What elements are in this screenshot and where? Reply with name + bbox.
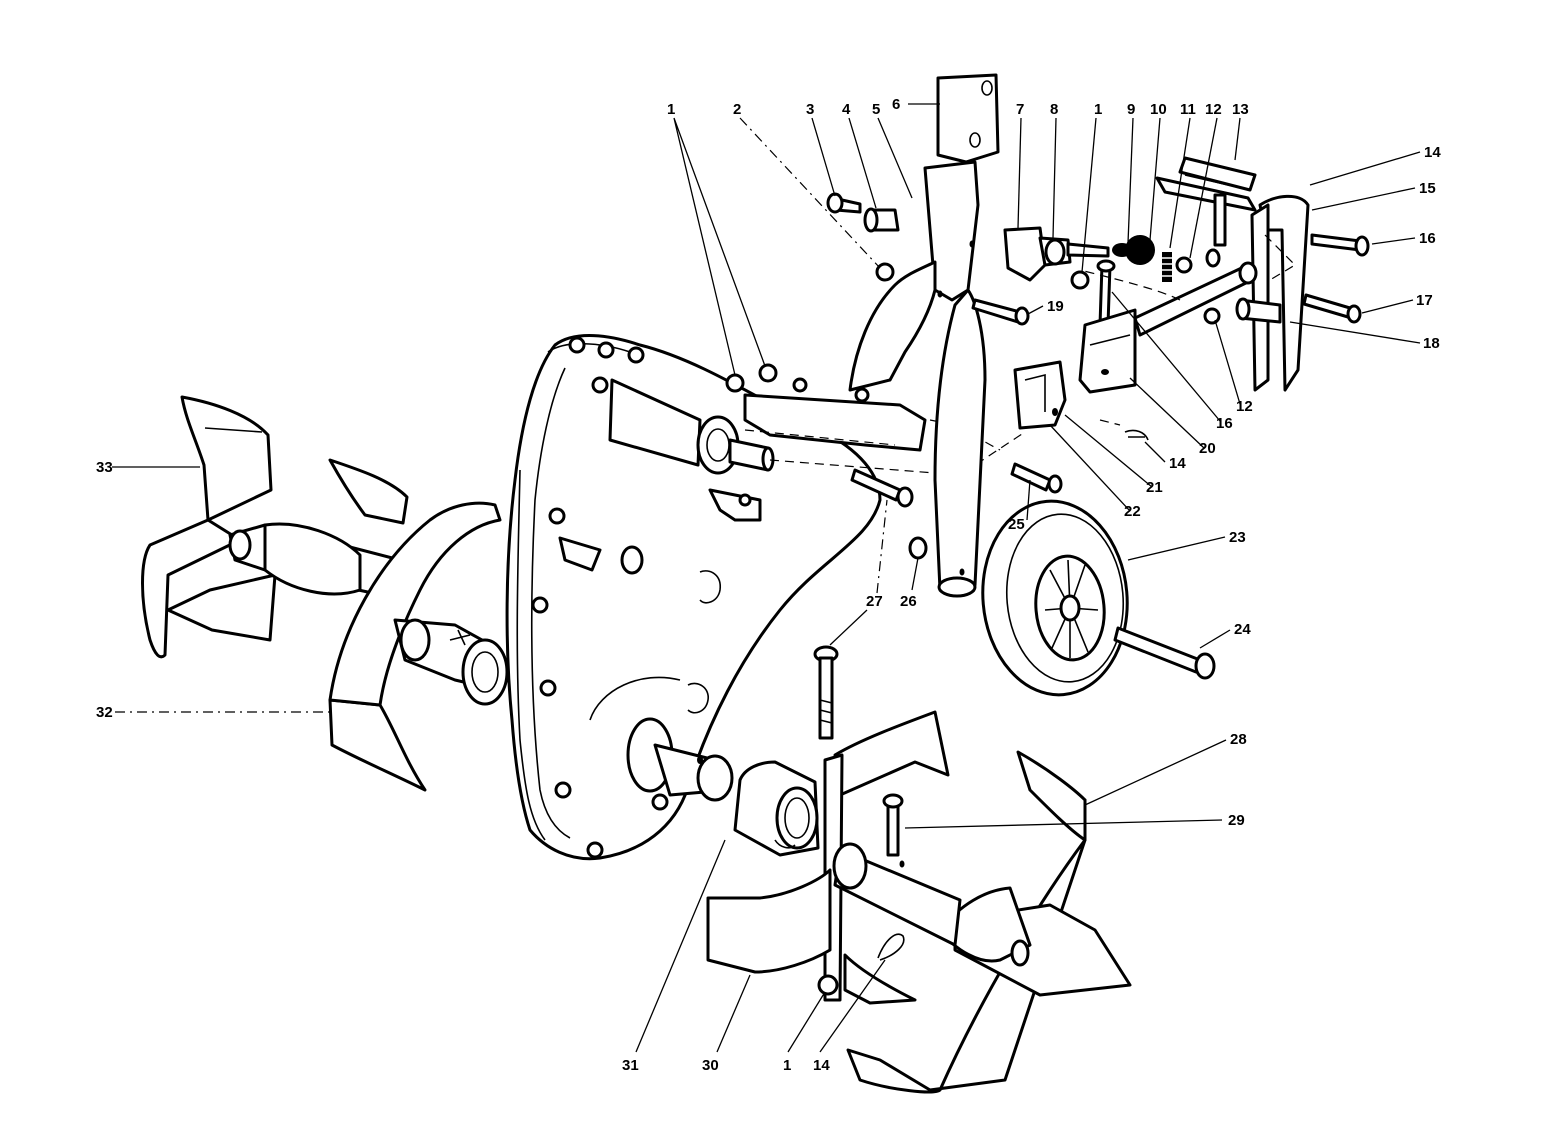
gear-housing xyxy=(505,334,882,861)
callout-16-right: 16 xyxy=(1419,230,1436,247)
callout-10: 10 xyxy=(1150,101,1167,118)
callout-11: 11 xyxy=(1180,101,1196,118)
callout-14-top: 14 xyxy=(1424,144,1441,161)
axle-bolt-24 xyxy=(1113,626,1216,680)
callout-3: 3 xyxy=(806,101,814,118)
callout-1-top: 1 xyxy=(667,101,675,118)
callout-32: 32 xyxy=(96,704,113,721)
callout-12-low: 12 xyxy=(1236,398,1253,415)
callout-13: 13 xyxy=(1232,101,1249,118)
tine-32 xyxy=(228,501,509,792)
callout-1-bottom: 1 xyxy=(783,1057,791,1074)
callout-26: 26 xyxy=(900,593,917,610)
leader-lines xyxy=(112,103,1421,1053)
callout-20: 20 xyxy=(1199,440,1216,457)
cross-bracket xyxy=(743,377,1026,476)
lower-hardware xyxy=(817,933,905,996)
coupler-31 xyxy=(733,760,820,857)
callout-16-low: 16 xyxy=(1216,415,1233,432)
callout-4: 4 xyxy=(842,101,851,118)
callout-33: 33 xyxy=(96,459,113,476)
callout-15: 15 xyxy=(1419,180,1436,197)
upper-hardware xyxy=(725,192,1193,393)
callout-23: 23 xyxy=(1229,529,1246,546)
callout-9: 9 xyxy=(1127,101,1135,118)
callout-1-mid: 1 xyxy=(1094,101,1102,118)
bolt-27 xyxy=(813,645,839,740)
callout-2: 2 xyxy=(733,101,741,118)
callout-19: 19 xyxy=(1047,298,1064,315)
callout-labels: 1 2 3 4 5 6 7 8 1 9 10 11 12 13 14 15 16… xyxy=(96,96,1441,1074)
callout-22: 22 xyxy=(1124,503,1141,520)
callout-25: 25 xyxy=(1008,516,1025,533)
tine-30 xyxy=(706,710,950,1005)
callout-28: 28 xyxy=(1230,731,1247,748)
callout-24: 24 xyxy=(1234,621,1251,638)
frame-assembly xyxy=(848,73,1000,598)
callout-5: 5 xyxy=(872,101,880,118)
callout-17: 17 xyxy=(1416,292,1433,309)
callout-29: 29 xyxy=(1228,812,1245,829)
depth-bar-assembly xyxy=(850,156,1370,560)
tine-hub-29 xyxy=(832,793,962,947)
callout-31: 31 xyxy=(622,1057,639,1074)
callout-30: 30 xyxy=(702,1057,719,1074)
tine-33 xyxy=(141,395,409,659)
callout-18: 18 xyxy=(1423,335,1440,352)
housing-bolts xyxy=(531,336,669,859)
callout-21: 21 xyxy=(1146,479,1163,496)
callout-6: 6 xyxy=(892,96,900,113)
wheel-spokes xyxy=(1044,559,1099,658)
callout-8: 8 xyxy=(1050,101,1058,118)
tine-28 xyxy=(846,750,1132,1094)
callout-12-top: 12 xyxy=(1205,101,1222,118)
wheel-23 xyxy=(981,499,1129,697)
callout-14-mid: 14 xyxy=(1169,455,1186,472)
callout-14-bottom: 14 xyxy=(813,1057,830,1074)
callout-7: 7 xyxy=(1016,101,1024,118)
callout-27: 27 xyxy=(866,593,883,610)
